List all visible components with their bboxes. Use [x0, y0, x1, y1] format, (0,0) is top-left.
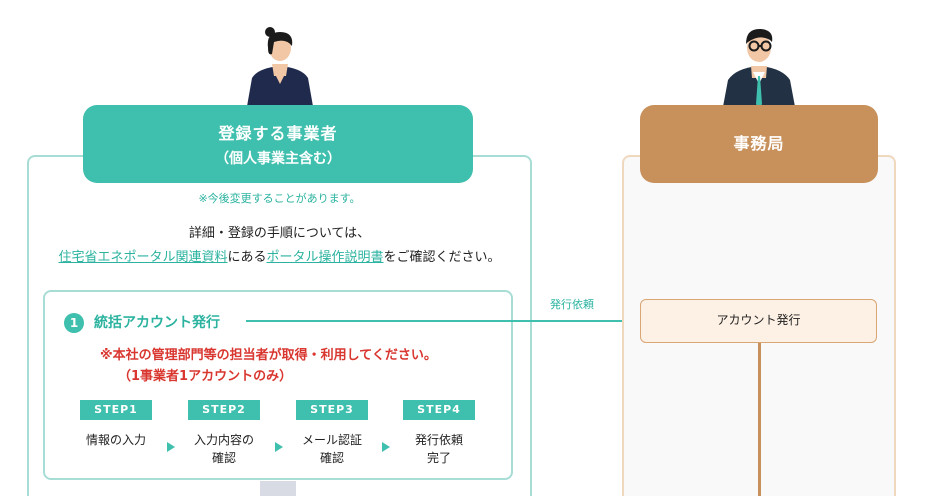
- step3-label: メール認証 確認: [301, 433, 362, 465]
- step-number-badge: 1: [64, 313, 84, 333]
- detail-mid-text: にある: [227, 250, 267, 265]
- office-flow-line: [758, 343, 761, 496]
- step3-badge: STEP3: [296, 400, 368, 420]
- portal-materials-link[interactable]: 住宅省エネポータル関連資料: [58, 250, 228, 265]
- office-header: 事務局: [640, 105, 878, 183]
- step-arrow-icon: [382, 442, 390, 452]
- step1-label: 情報の入力: [85, 433, 146, 447]
- step2-label: 入力内容の 確認: [193, 433, 254, 465]
- man-avatar-icon: [722, 28, 796, 112]
- request-label: 発行依頼: [550, 298, 594, 311]
- registrant-header: 登録する事業者 （個人事業主含む）: [83, 105, 473, 183]
- account-issue-node: アカウント発行: [640, 299, 877, 343]
- step4-label: 発行依頼 完了: [414, 433, 463, 465]
- registrant-title: 登録する事業者: [218, 124, 338, 143]
- warning-line1: ※本社の管理部門等の担当者が取得・利用してください。: [100, 348, 437, 363]
- account-issue-title: 統括アカウント発行: [94, 315, 220, 331]
- step-arrow-icon: [167, 442, 175, 452]
- portal-manual-link[interactable]: ポータル操作説明書: [266, 250, 384, 265]
- detail-line1: 詳細・登録の手順については、: [188, 226, 371, 241]
- step2-badge: STEP2: [188, 400, 260, 420]
- detail-line2: 住宅省エネポータル関連資料にあるポータル操作説明書をご確認ください。: [27, 246, 532, 265]
- warning-line2: （1事業者1アカウントのみ）: [118, 369, 293, 384]
- request-arrow-icon: [246, 313, 639, 329]
- step-arrow-icon: [275, 442, 283, 452]
- flow-connector-stub: [260, 481, 296, 496]
- detail-end-text: をご確認ください。: [383, 250, 501, 265]
- registrant-subtitle: （個人事業主含む）: [215, 151, 341, 167]
- woman-avatar-icon: [246, 27, 314, 112]
- step1-badge: STEP1: [80, 400, 152, 420]
- change-note: ※今後変更することがあります。: [198, 192, 361, 205]
- step4-badge: STEP4: [403, 400, 475, 420]
